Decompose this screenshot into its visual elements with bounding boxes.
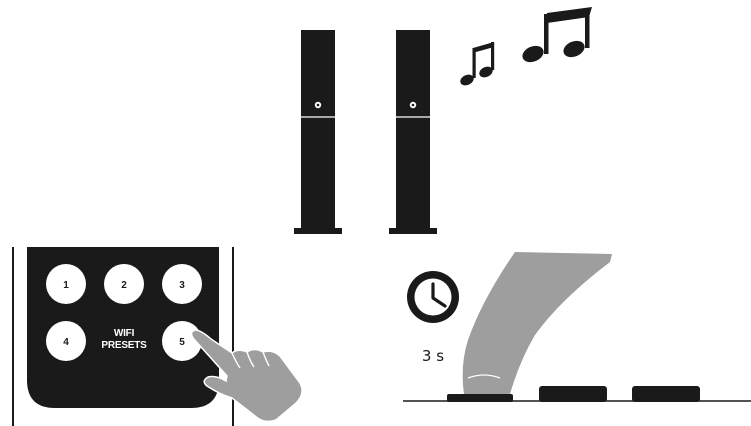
preset-button-3[interactable]: 3 xyxy=(162,264,202,304)
preset-button-4[interactable]: 4 xyxy=(46,321,86,361)
pressing-finger-icon xyxy=(463,252,612,394)
device-button-1[interactable] xyxy=(447,394,513,402)
preset-button-1[interactable]: 1 xyxy=(46,264,86,304)
wifi-presets-label-line2: PRESETS xyxy=(101,340,147,351)
left-speaker xyxy=(294,30,342,234)
preset-label-3: 3 xyxy=(179,280,185,291)
preset-label-1: 1 xyxy=(63,280,69,291)
right-speaker xyxy=(389,30,437,234)
device-button-2[interactable] xyxy=(539,386,607,402)
preset-label-5: 5 xyxy=(179,337,185,348)
wifi-presets-label-line1: WIFI xyxy=(114,328,135,339)
music-note-large-icon xyxy=(520,7,592,65)
preset-button-2[interactable]: 2 xyxy=(104,264,144,304)
preset-label-2: 2 xyxy=(121,280,127,291)
preset-label-4: 4 xyxy=(63,337,69,348)
device-button-3[interactable] xyxy=(632,386,700,402)
clock-icon xyxy=(407,271,459,323)
hold-duration-label: 3 s xyxy=(422,347,444,365)
music-note-small-icon xyxy=(459,42,495,87)
